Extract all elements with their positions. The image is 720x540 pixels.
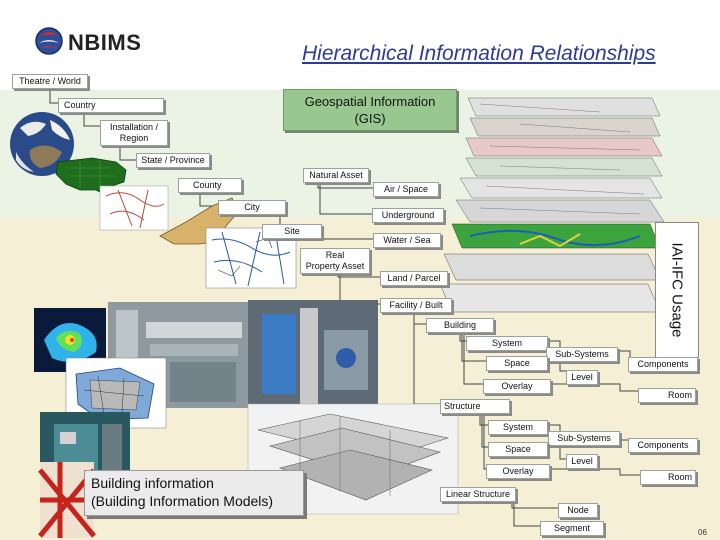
gis-layer-stack-image: [439, 97, 665, 313]
node-site: Site: [262, 224, 322, 239]
node-sub-systems-1: Sub-Systems: [546, 347, 618, 362]
page-title: Hierarchical Information Relationships: [302, 42, 656, 65]
us-map-image: [55, 157, 127, 195]
node-real-property-line2: Property Asset: [305, 261, 365, 271]
node-node: Node: [558, 503, 598, 518]
node-theatre-world: Theatre / World: [12, 74, 88, 89]
node-air-space: Air / Space: [373, 182, 439, 197]
node-components-2: Components: [628, 438, 698, 453]
node-space-2: Space: [488, 442, 548, 457]
node-level-2: Level: [566, 454, 598, 469]
gis-label-box: Geospatial Information (GIS): [283, 89, 457, 131]
bim-label-line1: Building information: [91, 475, 214, 491]
logo-text: NBIMS: [68, 30, 142, 55]
node-installation-line2: Region: [119, 133, 149, 143]
bim-label-box: Building information (Building Informati…: [84, 470, 304, 516]
node-installation-region: Installation / Region: [100, 120, 168, 146]
node-facility-built: Facility / Built: [380, 298, 452, 313]
node-country: Country: [58, 98, 164, 113]
node-natural-asset: Natural Asset: [303, 168, 369, 183]
ductwork-rendering-image: [247, 403, 459, 515]
earth-globe-image: [10, 112, 74, 176]
floorplan-image: [65, 357, 167, 429]
gis-label-line2: (GIS): [354, 111, 386, 126]
node-city: City: [218, 200, 286, 215]
node-structure: Structure: [440, 399, 510, 414]
node-components-1: Components: [628, 357, 698, 372]
node-room-2: Room: [640, 470, 696, 485]
node-system-2: System: [488, 420, 548, 435]
node-sub-systems-2: Sub-Systems: [548, 431, 620, 446]
node-land-parcel: Land / Parcel: [380, 271, 448, 286]
node-system-1: System: [466, 336, 548, 351]
node-state-province: State / Province: [136, 153, 210, 168]
node-overlay-1: Overlay: [483, 379, 551, 394]
county-map-image: [99, 185, 169, 231]
node-overlay-2: Overlay: [486, 464, 550, 479]
page-number: 06: [698, 528, 707, 537]
bim-label-line2: (Building Information Models): [91, 493, 274, 509]
nbims-logo-icon: [34, 26, 64, 56]
node-building: Building: [426, 318, 494, 333]
node-space-1: Space: [486, 356, 548, 371]
ifc-usage-label: IAI-IFC Usage: [668, 242, 686, 338]
node-level-1: Level: [566, 370, 598, 385]
node-real-property-asset: Real Property Asset: [300, 248, 370, 274]
gis-label-line1: Geospatial Information: [304, 94, 436, 109]
node-installation-line1: Installation /: [109, 122, 159, 132]
node-linear-structure: Linear Structure: [440, 487, 516, 502]
node-underground: Underground: [372, 208, 444, 223]
pump-room-photo: [248, 300, 378, 406]
node-water-sea: Water / Sea: [373, 233, 441, 248]
node-segment: Segment: [540, 521, 604, 536]
node-county: County: [178, 178, 242, 193]
node-room-1: Room: [638, 388, 696, 403]
ifc-usage-label-box: IAI-IFC Usage: [655, 222, 699, 358]
node-real-property-line1: Real: [325, 250, 345, 260]
